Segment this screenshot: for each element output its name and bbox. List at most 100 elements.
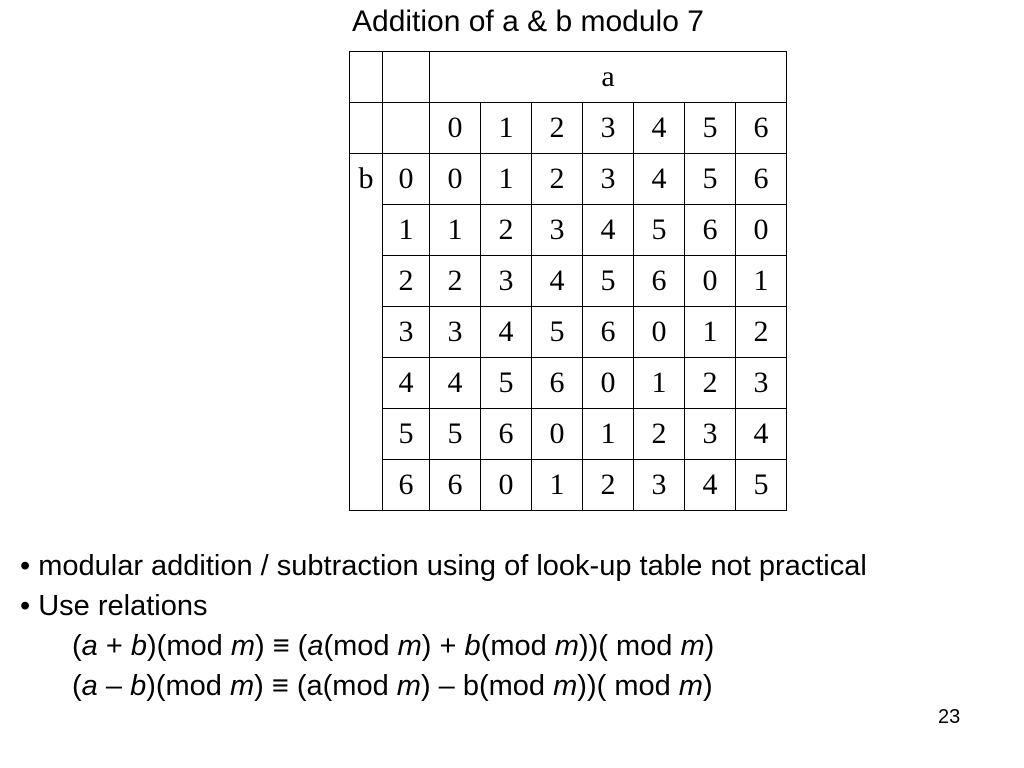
table-cell: 6 [480,408,532,460]
formula-var: m [230,670,255,702]
table-cell: 1 [480,153,532,205]
formula-text: ( [72,670,82,702]
table-cell: 3 [735,357,787,409]
table-cell: 1 [582,408,634,460]
formula-line: (a + b)(mod m) ≡ (a(mod m) + b(mod m))( … [20,626,920,666]
row-header-label: b [349,153,383,205]
table-cell: 3 [429,306,481,358]
table-cell: 0 [480,459,532,511]
blank-cell [349,306,383,358]
table-cell: 2 [633,408,685,460]
row-value: 4 [382,357,430,409]
table-cell: 3 [531,204,583,256]
table-cell: 2 [735,306,787,358]
table-cell: 2 [429,255,481,307]
table-cell: 0 [429,153,481,205]
formula-text: ))( mod [577,670,679,702]
table-cell: 6 [735,153,787,205]
table-cell: 3 [480,255,532,307]
blank-cell [349,459,383,511]
formula-text: ) – b(mod [420,670,554,702]
formula-text: ) [704,630,715,662]
table-cell: 2 [582,459,634,511]
table-cell: 4 [480,306,532,358]
table-row: 1 1 2 3 4 5 6 0 [349,204,787,256]
slide-title: Addition of a & b modulo 7 [352,5,704,38]
formula-text: ) [702,670,713,702]
table-cell: 6 [633,255,685,307]
col-value: 1 [480,102,532,154]
header-row-values: 0 1 2 3 4 5 6 [349,102,787,154]
formula-text: )(mod [146,670,230,702]
formula-var: m [678,670,703,702]
table-cell: 0 [633,306,685,358]
formula-var: a [81,670,98,702]
table-cell: 4 [633,153,685,205]
table-cell: 5 [735,459,787,511]
col-value: 4 [633,102,685,154]
table-cell: 1 [429,204,481,256]
formula-var: b [130,630,148,662]
row-value: 1 [382,204,430,256]
table-cell: 5 [531,306,583,358]
table-cell: 2 [531,153,583,205]
table-cell: 4 [735,408,787,460]
formula-var: m [397,630,422,662]
formula-text: (mod [323,630,398,662]
table-cell: 2 [684,357,736,409]
table-cell: 6 [582,306,634,358]
table-cell: 5 [684,153,736,205]
col-value: 2 [531,102,583,154]
table-cell: 5 [480,357,532,409]
table-cell: 3 [684,408,736,460]
bullet-item: • Use relations [20,590,208,622]
row-value: 6 [382,459,430,511]
formula-text: + [97,630,131,662]
row-value: 0 [382,153,430,205]
table-row: 6 6 0 1 2 3 4 5 [349,459,787,511]
table-cell: 0 [735,204,787,256]
col-header-label: a [429,51,787,103]
formula-text: ))( mod [578,630,681,662]
page-number: 23 [938,706,961,728]
formula-var: a [81,630,98,662]
table-row: 2 2 3 4 5 6 0 1 [349,255,787,307]
formula-var: m [553,670,578,702]
table-cell: 1 [531,459,583,511]
table-cell: 2 [480,204,532,256]
formula-line: (a – b)(mod m) ≡ (a(mod m) – b(mod m))( … [20,666,920,706]
col-value: 0 [429,102,481,154]
table-cell: 5 [429,408,481,460]
blank-cell [349,357,383,409]
table-cell: 4 [429,357,481,409]
formula-text: ) + [421,630,465,662]
col-value: 6 [735,102,787,154]
table-cell: 5 [633,204,685,256]
formula-var: b [464,630,481,662]
bullet-list: • modular addition / subtraction using o… [20,546,920,706]
formula-var: m [554,630,579,662]
table-cell: 6 [429,459,481,511]
table-cell: 4 [684,459,736,511]
addition-mod7-table: a 0 1 2 3 4 5 6 b 0 0 1 2 3 4 5 6 1 1 2 … [349,51,787,511]
table-cell: 5 [582,255,634,307]
corner-cell [382,102,430,154]
table-row: 4 4 5 6 0 1 2 3 [349,357,787,409]
table-row: b 0 0 1 2 3 4 5 6 [349,153,787,205]
bullet-item: • modular addition / subtraction using o… [20,550,867,582]
table-row: 3 3 4 5 6 0 1 2 [349,306,787,358]
corner-cell [349,51,383,103]
formula-var: m [680,630,705,662]
table-cell: 1 [684,306,736,358]
formula-text: ) ≡ ( [254,630,308,662]
formula-text: ( [72,630,82,662]
row-value: 5 [382,408,430,460]
blank-cell [349,255,383,307]
formula-var: m [396,670,421,702]
corner-cell [382,51,430,103]
row-value: 2 [382,255,430,307]
formula-var: a [307,630,324,662]
table-cell: 0 [684,255,736,307]
row-value: 3 [382,306,430,358]
table-cell: 6 [684,204,736,256]
